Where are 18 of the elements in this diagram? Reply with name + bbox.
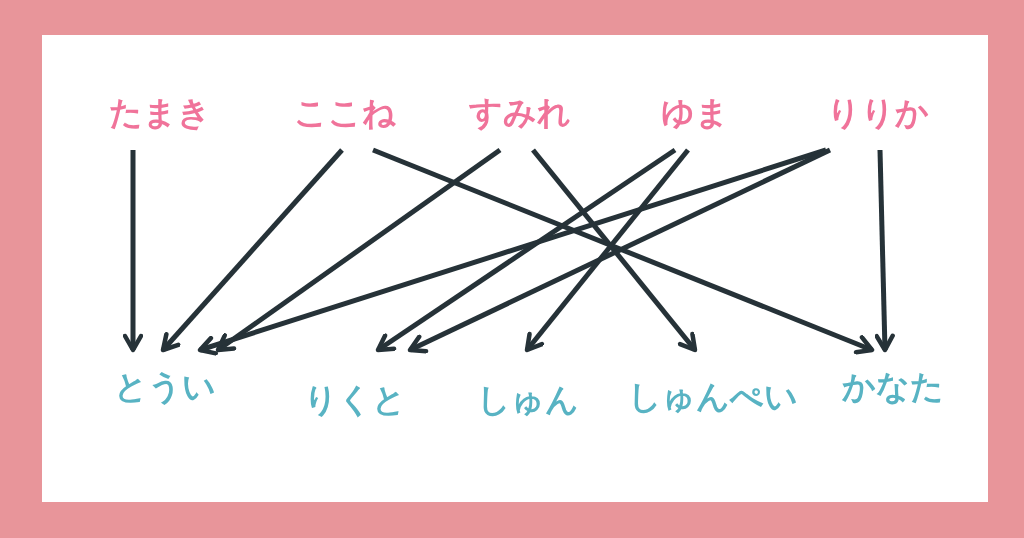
name-label: かなた <box>841 368 944 405</box>
arrow <box>407 147 832 354</box>
name-label: しゅんぺい <box>627 378 798 415</box>
name-label: しゅん <box>476 381 579 418</box>
arrow <box>215 147 502 353</box>
arrow <box>874 149 895 353</box>
name-label: りくと <box>304 381 406 418</box>
name-label: たまき <box>109 95 211 132</box>
name-label: ここね <box>294 95 396 132</box>
name-label: りりか <box>826 95 929 132</box>
name-label: すみれ <box>469 95 571 132</box>
arrow <box>122 150 144 353</box>
name-label: ゆま <box>661 95 729 132</box>
arrow <box>372 147 875 355</box>
arrow <box>160 148 344 353</box>
arrow <box>197 147 827 356</box>
arrow <box>375 147 677 353</box>
name-label: とうい <box>114 368 216 405</box>
